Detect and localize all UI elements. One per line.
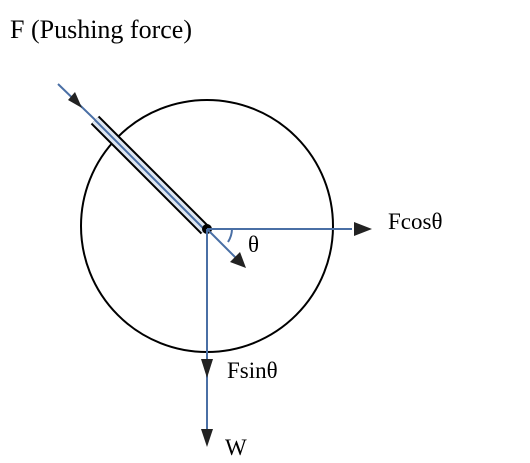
direction-arrow-line (206, 228, 237, 259)
direction-arrowhead (230, 252, 246, 268)
fsin-arrowhead (201, 359, 213, 378)
title-label: F (Pushing force) (10, 15, 192, 44)
handle-bar (90, 115, 210, 235)
theta-label: θ (248, 232, 259, 257)
fsin-label: Fsinθ (227, 358, 278, 383)
applied-force-arrowhead (68, 92, 82, 108)
weight-label: W (225, 435, 247, 460)
theta-arc (227, 228, 233, 243)
fcos-label: Fcosθ (388, 209, 442, 234)
weight-arrowhead (201, 429, 213, 447)
fcos-arrowhead (354, 222, 372, 236)
